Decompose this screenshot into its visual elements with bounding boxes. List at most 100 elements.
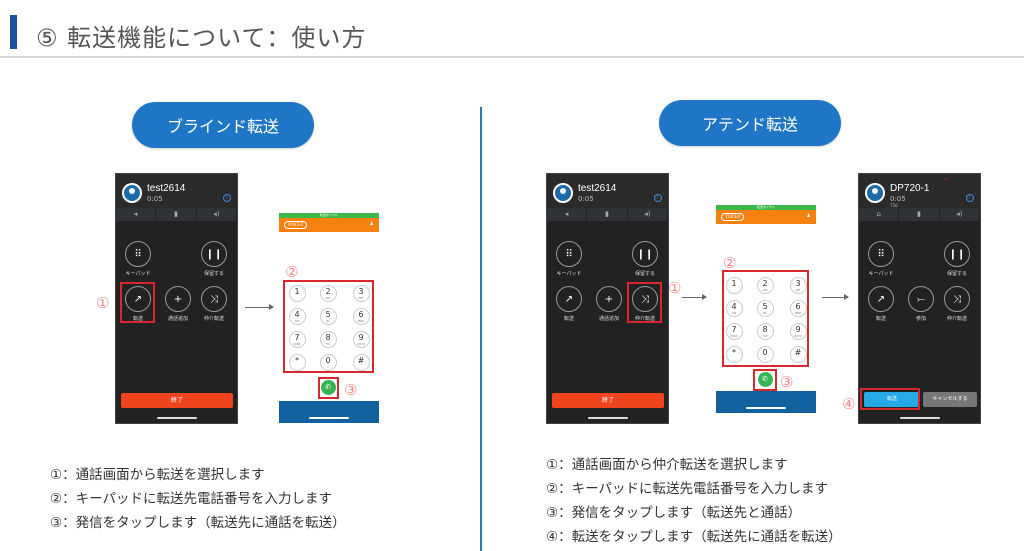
- key-digit: 7: [731, 324, 737, 334]
- highlight-keypad: [722, 270, 809, 367]
- call-toolbar: ⌂▮◂): [859, 208, 980, 221]
- hold-button[interactable]: ❙❙: [944, 241, 970, 267]
- add_call-button[interactable]: +: [165, 286, 191, 312]
- arrow-icon: [682, 294, 707, 300]
- end-call-button[interactable]: 終了: [552, 393, 664, 408]
- key-letters: PQRS: [730, 334, 738, 338]
- mic-icon[interactable]: ▮: [587, 208, 628, 221]
- keypad-button[interactable]: ⠿: [868, 241, 894, 267]
- step-text: ③：発信をタップします（転送先と通話）: [546, 505, 802, 521]
- step-text: ①：通話画面から転送を選択します: [50, 467, 265, 483]
- mic-icon[interactable]: ▮: [899, 208, 940, 221]
- key-letters: MNO: [358, 319, 364, 323]
- speaker-icon[interactable]: ⌂: [859, 208, 900, 221]
- pause-icon: ❙❙: [205, 248, 223, 260]
- key-letters: JKL: [326, 319, 330, 323]
- keypad-key[interactable]: *: [725, 345, 743, 363]
- speaker-icon[interactable]: ◂: [547, 208, 588, 221]
- key-digit: 8: [762, 324, 768, 334]
- transfer-button[interactable]: ↗: [868, 286, 894, 312]
- transfer-button[interactable]: ↗: [125, 286, 151, 312]
- attended_transfer-label: 仲介転送: [946, 316, 967, 322]
- end-call-button[interactable]: 終了: [121, 393, 233, 408]
- key-digit: *: [295, 355, 299, 365]
- key-digit: 2: [762, 278, 768, 288]
- step-text: ②：キーパッドに転送先電話番号を入力します: [546, 481, 828, 497]
- home-indicator: [309, 417, 349, 419]
- collapse-chevron-icon[interactable]: ⌄: [943, 174, 949, 182]
- key-digit: 3: [795, 278, 801, 288]
- transfer-label: 転送: [563, 316, 574, 322]
- merge-icon: ⤨: [641, 293, 649, 305]
- hold-label: 保留する: [634, 271, 655, 277]
- join-button[interactable]: ⤚: [908, 286, 934, 312]
- keypad-key[interactable]: 1: [288, 284, 306, 302]
- hold-button[interactable]: ❙❙: [201, 241, 227, 267]
- info-icon[interactable]: i: [223, 194, 231, 202]
- cancel-button[interactable]: キャンセルする: [923, 392, 977, 407]
- keypad-button[interactable]: ⠿: [556, 241, 582, 267]
- caller-number: 750: [890, 203, 898, 208]
- info-icon[interactable]: i: [966, 194, 974, 202]
- attended_transfer-button[interactable]: ⤨: [632, 286, 658, 312]
- step-marker: ②: [285, 263, 299, 281]
- volume-icon[interactable]: ◂): [940, 208, 980, 221]
- call-button[interactable]: ✆: [757, 371, 773, 387]
- key-digit: 8: [325, 332, 331, 342]
- keypad-key[interactable]: #: [789, 345, 807, 363]
- transfer-confirm-button[interactable]: 転送: [864, 392, 920, 407]
- arrow-icon: [245, 304, 274, 310]
- volume-icon[interactable]: ◂): [628, 208, 668, 221]
- speaker-icon[interactable]: ◂: [116, 208, 157, 221]
- keypad-key[interactable]: 1: [725, 276, 743, 294]
- call-duration: 0:05: [578, 195, 594, 203]
- transfer-icon: ↗: [876, 293, 886, 305]
- highlight-attended-transfer: [627, 282, 662, 323]
- volume-icon[interactable]: ◂): [197, 208, 237, 221]
- keypad-key[interactable]: 0+: [319, 353, 337, 371]
- keypad-key[interactable]: *: [288, 353, 306, 371]
- attended_transfer-button[interactable]: ⤨: [201, 286, 227, 312]
- join-label: 参加: [915, 316, 926, 322]
- attended_transfer-button[interactable]: ⤨: [944, 286, 970, 312]
- hold-label: 保留する: [946, 271, 967, 277]
- phone-icon: ✆: [762, 374, 768, 383]
- key-digit: 3: [358, 286, 364, 296]
- key-letters: GHI: [294, 319, 300, 323]
- keypad-key[interactable]: #: [352, 353, 370, 371]
- hold-button[interactable]: ❙❙: [632, 241, 658, 267]
- add_call-button[interactable]: +: [596, 286, 622, 312]
- info-icon[interactable]: i: [654, 194, 662, 202]
- transfer-button[interactable]: ↗: [556, 286, 582, 312]
- add_call-label: 通話追加: [167, 316, 188, 322]
- contacts-icon: ♟: [806, 213, 811, 219]
- call-toolbar: ◂▮◂): [547, 208, 668, 221]
- key-digit: 9: [795, 324, 801, 334]
- step-marker: ④: [842, 395, 856, 413]
- mic-icon[interactable]: ▮: [156, 208, 197, 221]
- keypad-key[interactable]: 0+: [756, 345, 774, 363]
- call-button[interactable]: ✆: [320, 379, 336, 395]
- avatar-icon: [865, 183, 885, 203]
- keypad-button[interactable]: ⠿: [125, 241, 151, 267]
- transfer-label: 転送: [875, 316, 886, 322]
- page-title: ⑤ 転送機能について：使い方: [36, 24, 367, 52]
